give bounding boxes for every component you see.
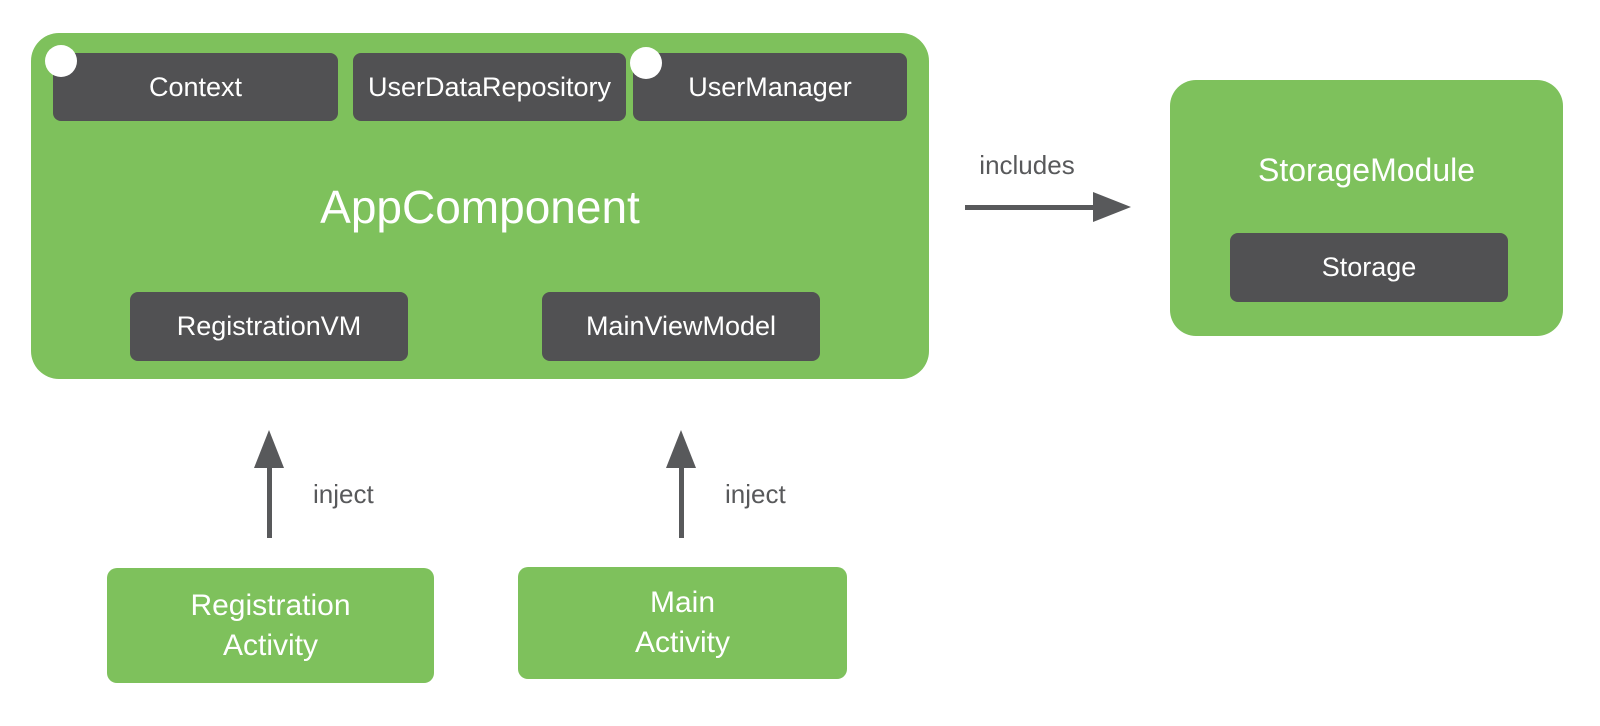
inject-edge-label: inject bbox=[725, 479, 786, 509]
userdatarepository-type-label: UserDataRepository bbox=[367, 71, 612, 102]
context-type-box: Context bbox=[53, 53, 338, 121]
mainviewmodel-type-label: MainViewModel bbox=[585, 311, 777, 341]
inject-arrow-line bbox=[267, 468, 272, 538]
inject-edge-label: inject bbox=[313, 479, 374, 509]
usermanager-type-label: UserManager bbox=[688, 71, 852, 102]
registrationvm-type-label: RegistrationVM bbox=[176, 311, 362, 341]
mainviewmodel-type-box: MainViewModel bbox=[542, 292, 820, 361]
includes-arrow-line bbox=[965, 205, 1093, 210]
storage-module-node: StorageModule Storage bbox=[1170, 80, 1563, 336]
inject-arrow-line bbox=[679, 468, 684, 538]
userdatarepository-type-box: UserDataRepository bbox=[353, 53, 626, 121]
usermanager-type-box: UserManager bbox=[633, 53, 907, 121]
up-arrowhead-icon bbox=[254, 430, 284, 468]
storage-module-title: StorageModule bbox=[1257, 151, 1476, 188]
main-activity-label-line1: Main bbox=[649, 586, 716, 619]
scope-dot-icon bbox=[630, 47, 662, 79]
up-arrowhead-icon bbox=[666, 430, 696, 468]
app-component-node: Context UserDataRepository UserManager A… bbox=[31, 33, 929, 379]
app-component-title: AppComponent bbox=[320, 180, 640, 233]
main-activity-label-line2: Activity bbox=[634, 626, 730, 659]
storage-type-box: Storage bbox=[1230, 233, 1508, 302]
registration-activity-node: Registration Activity bbox=[107, 568, 434, 683]
storage-type-label: Storage bbox=[1321, 252, 1417, 282]
main-activity-node: Main Activity bbox=[518, 567, 847, 679]
registration-activity-label-line2: Activity bbox=[222, 628, 318, 662]
context-type-label: Context bbox=[148, 71, 243, 102]
scope-dot-icon bbox=[45, 45, 77, 77]
includes-edge-label: includes bbox=[979, 150, 1075, 180]
registration-activity-label-line1: Registration bbox=[190, 588, 351, 622]
registrationvm-type-box: RegistrationVM bbox=[130, 292, 408, 361]
right-arrowhead-icon bbox=[1093, 192, 1131, 222]
